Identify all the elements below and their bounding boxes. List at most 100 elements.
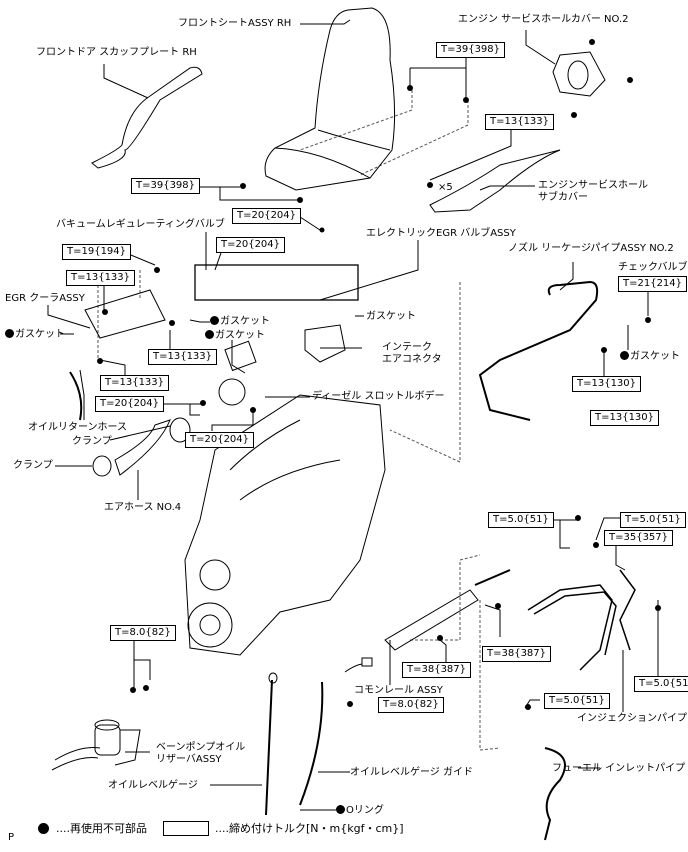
torque-gauge-guide: T=8.0{82} bbox=[378, 697, 444, 713]
non-reusable-icon bbox=[620, 351, 629, 360]
torque-cooler-upper: T=13{133} bbox=[66, 270, 136, 286]
leader-torque-seat-left bbox=[195, 186, 300, 201]
injection-pipes-outline bbox=[527, 569, 636, 671]
legend: ....再使用不可部品 ....締め付けトルク[N・m{kgf・cm}] bbox=[38, 820, 404, 836]
scuff-plate-outline bbox=[91, 66, 203, 169]
seat-outline bbox=[264, 7, 396, 191]
fuel-inlet-outline bbox=[544, 747, 566, 841]
gasket-text: ガスケット bbox=[15, 329, 65, 340]
non-reusable-icon bbox=[38, 822, 49, 834]
leader-oil-return bbox=[79, 369, 85, 420]
torque-vacuum-valve: T=20{204} bbox=[216, 237, 286, 253]
common-rail-outline bbox=[384, 589, 479, 651]
label-oil-gauge-guide: オイルレベルゲージ ガイド bbox=[350, 767, 473, 778]
torque-reservoir: T=8.0{82} bbox=[110, 625, 176, 641]
page-mark: P bbox=[8, 832, 15, 843]
leader-torque-throttle-right bbox=[211, 410, 254, 431]
label-intake-connector-line2: エアコネクタ bbox=[382, 354, 442, 365]
quantity-annotation: ×5 bbox=[438, 182, 453, 193]
leader-gasket-mid2 bbox=[231, 340, 246, 374]
leader-scuff bbox=[103, 64, 149, 99]
label-vacuum-valve: バキュームレギュレーティングバルブ bbox=[56, 219, 225, 230]
leader-torque-clamp-left bbox=[554, 519, 576, 549]
label-clamp-2: クランプ bbox=[13, 460, 53, 471]
leader-seat bbox=[300, 19, 351, 25]
leader-torque-rail-r bbox=[484, 604, 501, 637]
leader-torque-subcover bbox=[429, 129, 512, 181]
leader-torque-inj-nut bbox=[615, 540, 626, 571]
label-gasket-check: ガスケット bbox=[620, 351, 680, 363]
subcover-outline bbox=[429, 149, 561, 213]
reservoir-outline bbox=[51, 719, 141, 771]
label-gasket-mid1: ガスケット bbox=[210, 316, 270, 328]
label-front-seat: フロントシートASSY RH bbox=[178, 18, 292, 29]
non-reusable-icon bbox=[210, 316, 219, 325]
torque-box-icon bbox=[163, 820, 209, 836]
torque-fuel-inlet-clamp: T=5.0{51} bbox=[544, 693, 610, 709]
torque-clamp-right: T=5.0{51} bbox=[620, 512, 686, 528]
legend-non-reusable: ....再使用不可部品 bbox=[56, 822, 147, 835]
leader-torque-clamp-right bbox=[595, 517, 620, 541]
label-gasket-right: ガスケット bbox=[366, 311, 416, 322]
leader-egr-valve bbox=[319, 240, 419, 301]
label-oil-return-hose: オイルリターンホース bbox=[28, 422, 127, 433]
torque-rail-bolt-right: T=38{387} bbox=[482, 646, 552, 662]
label-air-hose: エアホース NO.4 bbox=[104, 502, 182, 513]
leader-subcover bbox=[479, 185, 535, 191]
label-injection-pipe: インジェクションパイプ bbox=[577, 713, 687, 724]
label-gasket-mid2: ガスケット bbox=[205, 330, 265, 342]
leader-clamp1 bbox=[109, 425, 171, 441]
torque-subcover: T=13{133} bbox=[485, 114, 555, 130]
torque-throttle-right: T=20{204} bbox=[185, 432, 255, 448]
leader-torque-seat-top bbox=[409, 57, 467, 100]
gasket-text: ガスケット bbox=[630, 351, 680, 362]
torque-clamp-left: T=5.0{51} bbox=[488, 512, 554, 528]
leader-torque-reservoir bbox=[133, 633, 151, 688]
torque-throttle-left: T=20{204} bbox=[95, 396, 165, 412]
leader-gasket-mid1 bbox=[189, 319, 210, 323]
non-reusable-icon bbox=[5, 329, 14, 338]
torque-check-valve: T=21{214} bbox=[618, 276, 688, 292]
label-common-rail: コモンレール ASSY bbox=[354, 685, 443, 696]
label-nozzle-leakage-pipe: ノズル リーケージパイプASSY NO.2 bbox=[508, 243, 674, 254]
label-service-hole-cover: エンジン サービスホールカバー NO.2 bbox=[458, 14, 629, 25]
torque-leak-pipe-bolt: T=13{130} bbox=[572, 376, 642, 392]
label-fuel-inlet-pipe: フューエル インレットパイプ bbox=[552, 763, 686, 774]
torque-inj-pipe-nut: T=35{357} bbox=[604, 530, 674, 546]
gauge-guide-outline bbox=[299, 681, 324, 806]
torque-inj-pipe-clamp: T=5.0{51} bbox=[634, 676, 688, 692]
o-ring-text: Oリング bbox=[346, 805, 384, 816]
label-check-valve: チェックバルブ bbox=[618, 262, 688, 273]
leader-torque-throttle-left bbox=[160, 403, 205, 416]
non-reusable-icon bbox=[205, 330, 214, 339]
egr-cooler-outline bbox=[84, 289, 166, 339]
leader-egr-cooler bbox=[47, 305, 91, 329]
torque-seat-bracket: T=20{204} bbox=[232, 208, 302, 224]
gasket-text: ガスケット bbox=[220, 316, 270, 327]
air-hose-outline bbox=[114, 419, 171, 476]
label-reservoir-line2: リザーバASSY bbox=[156, 754, 222, 765]
leader-cover bbox=[525, 30, 556, 65]
intake-connector-outline bbox=[304, 324, 346, 363]
label-egr-valve: エレクトリックEGR バルブASSY bbox=[366, 228, 516, 239]
gasket-text: ガスケット bbox=[215, 330, 265, 341]
label-reservoir-line1: ベーンポンプオイル bbox=[156, 742, 246, 753]
leader-torque-rail-l bbox=[439, 639, 447, 663]
torque-leak-pipe-union: T=13{130} bbox=[590, 410, 660, 426]
torque-cooler-top: T=19{194} bbox=[62, 244, 132, 260]
leader-nozzle-pipe bbox=[559, 262, 574, 291]
service-cover-outline bbox=[552, 51, 606, 97]
leakage-pipe-outline bbox=[478, 280, 599, 421]
engine-outline bbox=[184, 394, 386, 656]
label-throttle-body: ディーゼル スロットルボデー bbox=[312, 391, 445, 402]
label-gasket-left: ガスケット bbox=[5, 329, 65, 341]
label-o-ring: Oリング bbox=[336, 805, 384, 817]
torque-cooler-bottom: T=13{133} bbox=[100, 375, 170, 391]
label-egr-cooler: EGR クーラASSY bbox=[5, 293, 85, 304]
label-scuff-plate: フロントドア スカッフプレート RH bbox=[36, 47, 197, 58]
oil-gauge-outline bbox=[265, 679, 273, 816]
throttle-body-outline bbox=[218, 378, 246, 406]
egr-assembly-frame bbox=[194, 264, 359, 301]
